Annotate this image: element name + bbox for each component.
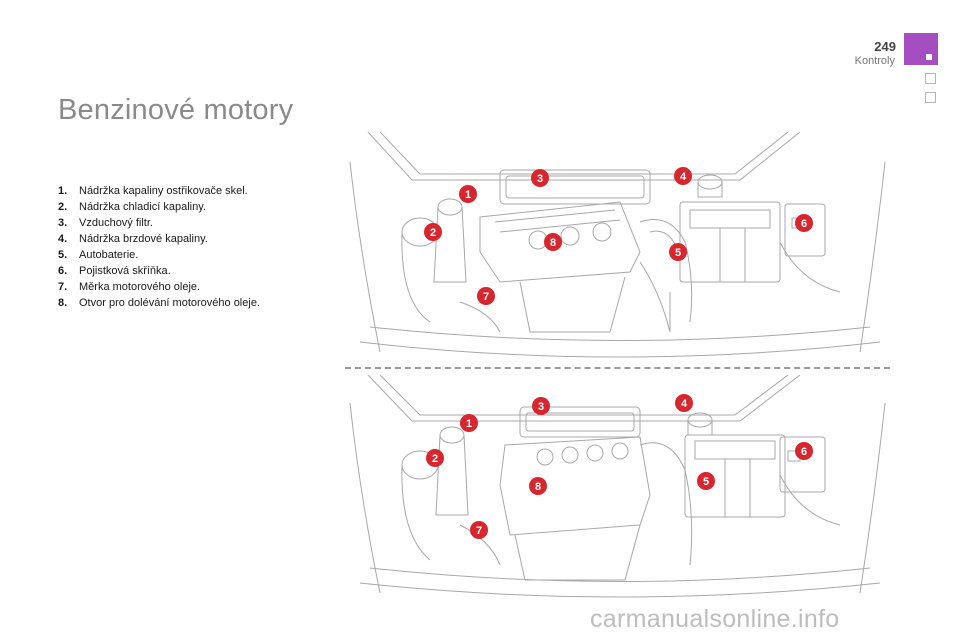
marker-label: 6: [801, 218, 807, 230]
marker-label: 7: [476, 525, 482, 537]
marker-2: [424, 223, 442, 241]
marker-8: [544, 233, 562, 251]
marker-4: [674, 167, 692, 185]
engine-diagram-top: 1 2 3 4 5 6 7 8: [349, 132, 886, 358]
marker-label: 7: [483, 291, 489, 303]
marker-2: [426, 449, 444, 467]
legend-item: 1.Nádržka kapaliny ostřikovače skel.: [58, 185, 248, 197]
marker-label: 3: [537, 173, 543, 185]
callout-markers: [424, 167, 813, 305]
marker-label: 8: [550, 237, 556, 249]
diagram-divider: [345, 367, 890, 369]
engine-diagram-bottom: 1 2 3 4 5 6 7 8: [349, 375, 886, 598]
marker-label: 2: [430, 227, 436, 239]
marker-label: 4: [681, 398, 688, 410]
legend-item: 3.Vzduchový filtr.: [58, 217, 153, 229]
section-tab-active[interactable]: [904, 33, 938, 65]
tab-marker-icon: [926, 54, 932, 60]
legend-item: 2.Nádržka chladicí kapaliny.: [58, 201, 206, 213]
legend-item: 7.Měrka motorového oleje.: [58, 281, 201, 293]
legend-item: 6.Pojistková skříňka.: [58, 265, 171, 277]
marker-5: [697, 472, 715, 490]
marker-8: [529, 477, 547, 495]
marker-7: [470, 521, 488, 539]
marker-3: [532, 397, 550, 415]
marker-label: 4: [680, 171, 687, 183]
marker-label: 8: [535, 481, 541, 493]
marker-label: 5: [675, 247, 681, 259]
page-number: 249: [874, 39, 896, 54]
marker-label: 6: [801, 446, 807, 458]
callout-markers: [426, 394, 813, 539]
marker-1: [459, 185, 477, 203]
legend-item: 4.Nádržka brzdové kapaliny.: [58, 233, 208, 245]
section-tab[interactable]: [925, 92, 936, 103]
marker-7: [477, 287, 495, 305]
marker-label: 5: [703, 476, 709, 488]
marker-3: [531, 169, 549, 187]
marker-4: [675, 394, 693, 412]
marker-label: 1: [465, 189, 471, 201]
section-label: Kontroly: [854, 55, 895, 67]
marker-label: 2: [432, 453, 438, 465]
legend-item: 8.Otvor pro dolévání motorového oleje.: [58, 297, 260, 309]
marker-6: [795, 442, 813, 460]
marker-1: [460, 414, 478, 432]
watermark: carmanualsonline.info: [590, 605, 840, 633]
section-tab[interactable]: [925, 73, 936, 84]
marker-6: [795, 214, 813, 232]
marker-label: 3: [538, 401, 544, 413]
page-title: Benzinové motory: [58, 94, 294, 126]
legend-item: 5.Autobaterie.: [58, 249, 139, 261]
marker-label: 1: [466, 418, 472, 430]
legend-list: 1.Nádržka kapaliny ostřikovače skel. 2.N…: [58, 183, 260, 311]
marker-5: [669, 243, 687, 261]
